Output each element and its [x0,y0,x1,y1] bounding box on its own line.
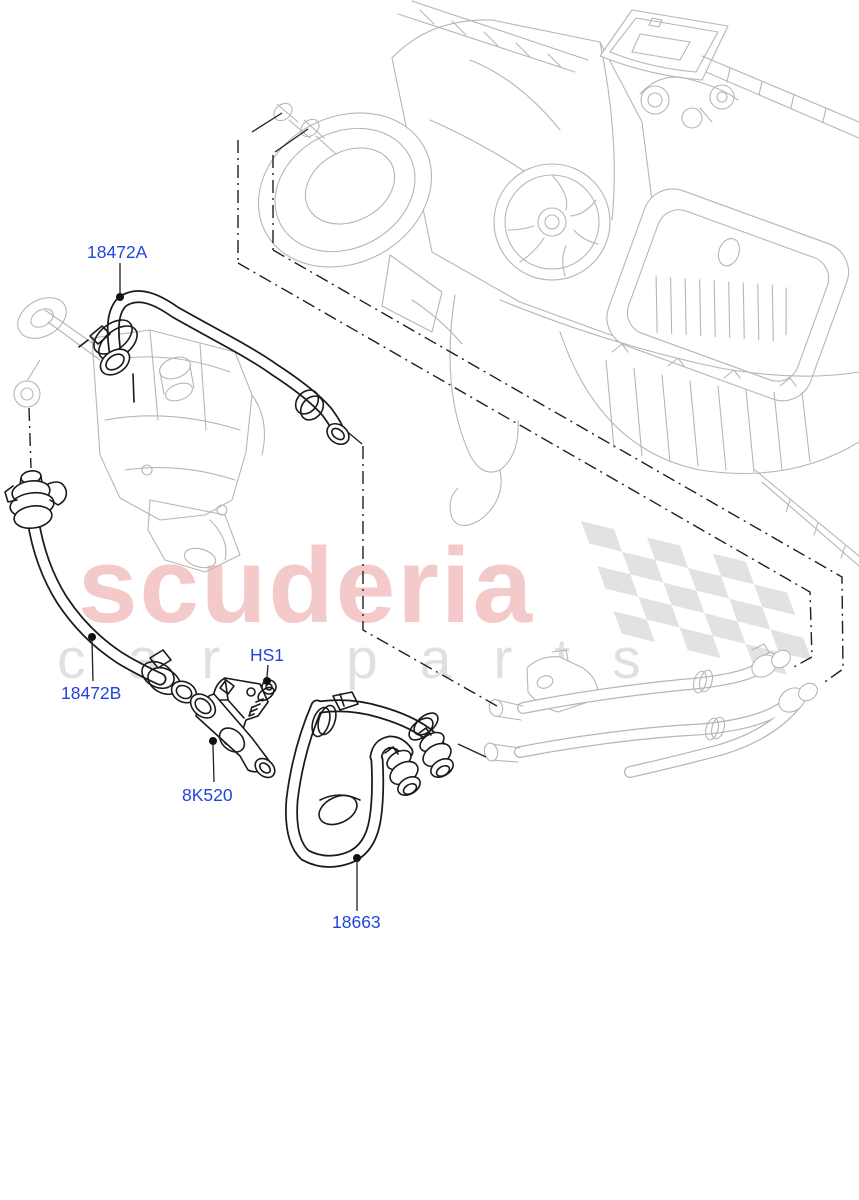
part-label-8k520: 8K520 [182,785,233,805]
callout-dot-18663 [353,854,361,862]
callout-dot-18472b [88,633,96,641]
phantom-projection-lines [28,112,844,758]
installed-hoses-drawing [483,643,818,778]
part-label-hs1: HS1 [250,645,284,665]
part-label-18472a: 18472A [87,242,148,262]
part-label-18663: 18663 [332,912,381,932]
part-label-18472b: 18472B [61,683,121,703]
hvac-assembly-drawing [257,0,859,567]
callouts: 18472A 18472B HS1 8K520 18663 [61,242,381,932]
hose-18472a-drawing [78,290,350,446]
aux-heater-unit-drawing [13,297,265,573]
hose-18472b-drawing [4,470,198,704]
screw-hs1-drawing [248,679,277,717]
hose-18663-drawing [285,691,454,868]
valve-8k520-drawing [189,677,276,779]
callout-dot-8k520 [209,737,217,745]
watermark-brand-text: scuderia [78,525,534,645]
callout-dot-hs1 [263,677,271,685]
callout-dot-18472a [116,293,124,301]
